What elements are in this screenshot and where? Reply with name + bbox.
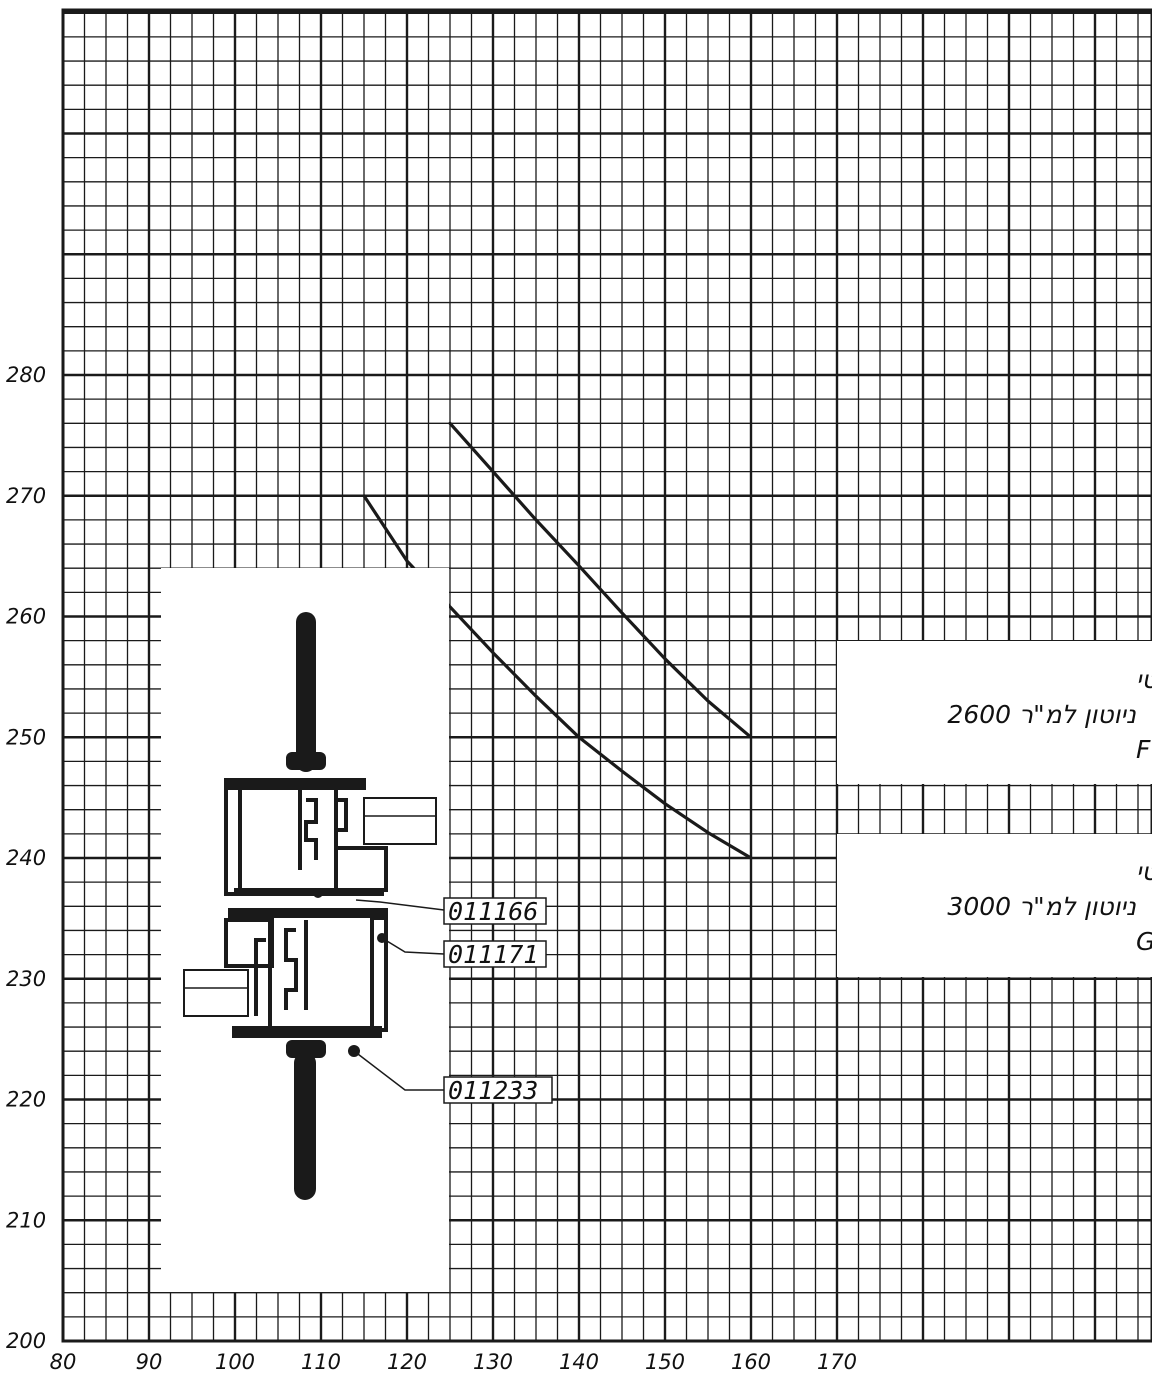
legend-box-f <box>837 641 1152 784</box>
part-label-011166: 011166 <box>448 897 538 926</box>
y-tick-label: 260 <box>6 605 46 629</box>
x-tick-label: 140 <box>559 1350 599 1374</box>
leader-line-011233 <box>353 1050 444 1091</box>
upper-seal-dot <box>313 888 323 898</box>
x-tick-label: 160 <box>731 1350 771 1374</box>
lower-insulation-block <box>183 969 249 1017</box>
y-tick-label: 280 <box>6 363 46 387</box>
legend-f-line-3: רמה F <box>1136 735 1152 764</box>
y-tick-label: 210 <box>6 1208 46 1232</box>
legend-box-g <box>837 834 1152 977</box>
profile-cross-section: 011166 011171 011233 <box>161 568 553 1292</box>
plot-border <box>61 8 1152 1343</box>
x-tick-label: 130 <box>473 1350 513 1374</box>
x-tick-label: 150 <box>645 1350 685 1374</box>
glass-pane-top <box>296 612 316 772</box>
part-label-011171: 011171 <box>448 940 538 969</box>
legend-f-line-1: עומס סטטי <box>1136 665 1152 694</box>
y-tick-label: 200 <box>6 1329 46 1353</box>
legend-g-line-3: רמה G <box>1136 927 1152 956</box>
legend-g-line-2: 3000 ניוטון למ"ר <box>947 892 1136 921</box>
legend-g-line-1: עומס סטטי <box>1136 857 1152 886</box>
x-tick-label: 100 <box>215 1350 255 1374</box>
x-tick-label: 110 <box>301 1350 341 1374</box>
lower-frame-bottom-flange <box>232 1026 382 1038</box>
axes: 80 90 100 110 120 130 140 150 160 170 200 210 220 230… <box>6 363 857 1374</box>
x-tick-label: 170 <box>817 1350 857 1374</box>
leader-line-011171 <box>381 937 445 955</box>
lower-sash-profile <box>224 918 274 968</box>
x-tick-label: 90 <box>136 1350 163 1374</box>
part-label-box-2 <box>443 940 547 968</box>
part-label-011233: 011233 <box>448 1076 538 1105</box>
y-tick-label: 250 <box>6 725 46 749</box>
y-tick-label: 220 <box>6 1088 46 1112</box>
lower-frame-thermal-break <box>254 920 308 1016</box>
upper-frame-bottom-flange <box>234 888 384 896</box>
x-tick-label: 120 <box>387 1350 427 1374</box>
part-label-box-1 <box>443 897 547 925</box>
y-tick-label: 230 <box>6 967 46 991</box>
part-label-box-3 <box>443 1076 553 1104</box>
upper-frame-thermal-break <box>298 790 348 870</box>
glass-pane-bottom <box>294 1052 316 1200</box>
series-line-1 <box>448 421 753 739</box>
legend-f-line-2: 2600 ניוטון למ"ר <box>947 700 1136 729</box>
upper-insulation-block <box>363 797 437 845</box>
leader-line-011166 <box>355 899 445 911</box>
x-tick-label: 80 <box>50 1350 77 1374</box>
legend: עומס סטטי 2600 ניוטון למ"ר רמה F עומס סט… <box>837 641 1152 977</box>
glazing-gasket-top <box>286 752 326 770</box>
glazing-gasket-bottom <box>286 1040 326 1058</box>
y-tick-label: 270 <box>6 484 46 508</box>
y-tick-label: 240 <box>6 846 46 870</box>
